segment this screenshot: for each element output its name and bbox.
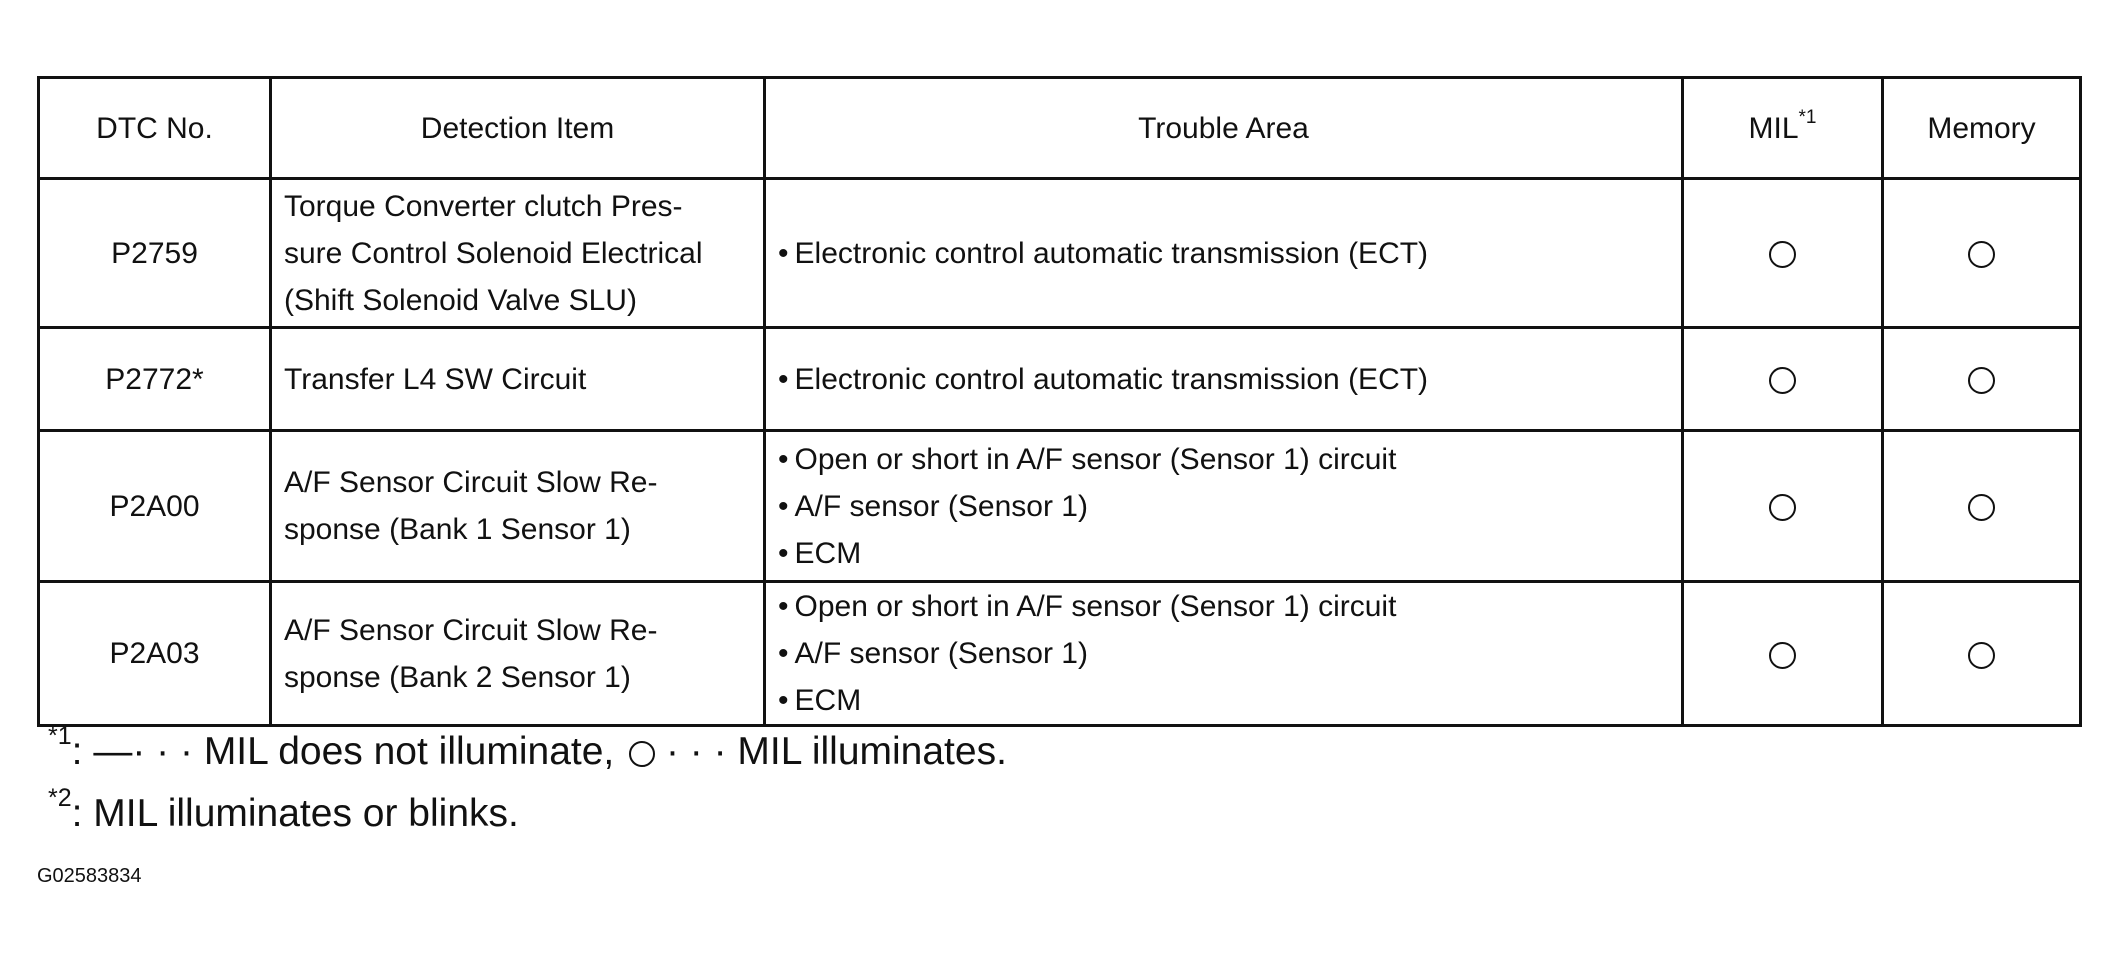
detection-line: sponse (Bank 2 Sensor 1) [284,660,631,694]
bullet-icon: • [778,590,789,623]
trouble-area: •Electronic control automatic transmissi… [763,326,1684,432]
header-dtc-no: DTC No. [37,76,272,180]
bullet-icon: • [778,442,789,476]
footnote-mil-legend: *1: —· · · MIL does not illuminate, · · … [48,724,1007,774]
trouble-item: •A/F sensor (Sensor 1) [778,630,1669,677]
trouble-area: •Open or short in A/F sensor (Sensor 1) … [763,580,1684,727]
bullet-icon: • [778,489,789,523]
mil-cell [1681,326,1884,432]
figure-id: G02583834 [37,865,142,887]
detection-item: A/F Sensor Circuit Slow Re- sponse (Bank… [269,580,766,727]
trouble-item: •Electronic control automatic transmissi… [778,230,1669,277]
circle-icon [1769,367,1796,395]
header-memory: Memory [1881,76,2082,180]
trouble-item-text: ECM [794,536,862,570]
header-mil: MIL*1 [1681,76,1884,180]
circle-icon [1968,641,1995,669]
detection-line: Transfer L4 SW Circuit [284,362,587,396]
bullet-icon: • [778,236,789,270]
circle-icon [1769,494,1796,522]
footnote-mil-blink: *2: MIL illuminates or blinks. [48,786,519,836]
footnote-text: : MIL illuminates or blinks. [71,792,519,835]
memory-cell [1881,429,2082,583]
trouble-area: •Electronic control automatic transmissi… [763,177,1684,329]
detection-line: sponse (Bank 1 Sensor 1) [284,513,631,546]
circle-icon [1968,241,1995,269]
trouble-item: •Electronic control automatic transmissi… [778,356,1669,403]
detection-line: Torque Converter clutch Pres- [284,189,683,223]
detection-line: (Shift Solenoid Valve SLU) [284,283,637,317]
header-detection-item: Detection Item [269,76,766,180]
trouble-item: •Open or short in A/F sensor (Sensor 1) … [778,583,1669,630]
detection-line: A/F Sensor Circuit Slow Re- [284,613,658,647]
table-header-row: DTC No. Detection Item Trouble Area MIL*… [37,76,2082,180]
header-mil-note: *1 [1798,106,1817,128]
trouble-item: •Open or short in A/F sensor (Sensor 1) … [778,436,1669,483]
footnote-text: MIL illuminates. [737,730,1007,773]
trouble-item-text: Electronic control automatic transmissio… [794,236,1429,270]
table-row: P2759 Torque Converter clutch Pres- sure… [37,177,2082,329]
trouble-item-text: Open or short in A/F sensor (Sensor 1) c… [794,442,1397,476]
bullet-icon: • [778,637,789,670]
table-row: P2772* Transfer L4 SW Circuit •Electroni… [37,326,2082,432]
bullet-icon: • [778,684,789,717]
detection-line: sure Control Solenoid Electrical [284,236,703,270]
trouble-item-text: A/F sensor (Sensor 1) [794,637,1088,670]
circle-icon [1968,494,1995,522]
memory-cell [1881,177,2082,329]
mil-cell [1681,429,1884,583]
dash-symbol: — [82,730,133,773]
trouble-area: •Open or short in A/F sensor (Sensor 1) … [763,429,1684,583]
trouble-item-text: A/F sensor (Sensor 1) [794,489,1088,523]
bullet-icon: • [778,362,789,396]
detection-item: A/F Sensor Circuit Slow Re- sponse (Bank… [269,429,766,583]
trouble-item-text: ECM [794,684,862,717]
table-row: P2A03 A/F Sensor Circuit Slow Re- sponse… [37,580,2082,727]
trouble-item: •ECM [778,530,1669,577]
dtc-code: P2759 [37,177,272,329]
trouble-item-text: Electronic control automatic transmissio… [794,362,1429,396]
table-row: P2A00 A/F Sensor Circuit Slow Re- sponse… [37,429,2082,583]
dtc-code: P2A03 [37,580,272,727]
detection-item: Torque Converter clutch Pres- sure Contr… [269,177,766,329]
circle-icon [1769,641,1796,669]
circle-icon [1968,367,1995,395]
memory-cell [1881,580,2082,727]
detection-line: A/F Sensor Circuit Slow Re- [284,466,658,499]
memory-cell [1881,326,2082,432]
mil-cell [1681,177,1884,329]
circle-icon [1769,241,1796,269]
leader-dots: · · · [665,730,727,773]
footnote-marker: *2 [48,784,72,812]
trouble-item: •ECM [778,677,1669,724]
header-mil-label: MIL [1748,111,1799,145]
dtc-code: P2A00 [37,429,272,583]
mil-cell [1681,580,1884,727]
detection-item: Transfer L4 SW Circuit [269,326,766,432]
circle-icon [629,740,656,767]
footnote-separator: : [71,730,83,773]
leader-dots: · · · [132,730,193,773]
trouble-item-text: Open or short in A/F sensor (Sensor 1) c… [794,590,1397,623]
header-trouble-area: Trouble Area [763,76,1684,180]
bullet-icon: • [778,536,789,570]
footnote-text: MIL does not illuminate, [203,730,626,773]
footnote-marker: *1 [48,722,72,750]
dtc-table: DTC No. Detection Item Trouble Area MIL*… [37,76,2082,727]
trouble-item: •A/F sensor (Sensor 1) [778,483,1669,530]
dtc-code: P2772* [37,326,272,432]
